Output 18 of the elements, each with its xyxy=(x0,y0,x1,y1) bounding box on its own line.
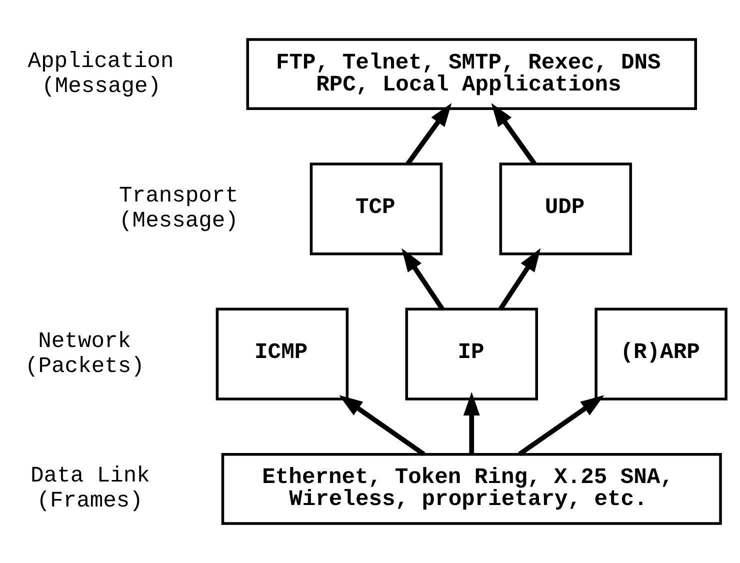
arrow xyxy=(498,248,541,310)
label: Application (Message) xyxy=(28,48,174,99)
label: Transport (Message) xyxy=(119,184,238,234)
arrow xyxy=(406,103,452,166)
node-box: UDP xyxy=(499,162,632,256)
node-box: TCP xyxy=(310,162,443,256)
node-box: IP xyxy=(405,308,538,400)
arrow xyxy=(402,248,444,310)
arrow xyxy=(339,395,426,456)
arrow xyxy=(491,103,537,166)
label: Network (Packets) xyxy=(25,328,144,379)
node-box: ICMP xyxy=(216,308,349,400)
arrow xyxy=(518,395,604,456)
arrow xyxy=(463,392,480,454)
label: Data Link (Frames) xyxy=(30,464,150,514)
node-box: (R)ARP xyxy=(594,308,728,400)
node-box: Ethernet, Token Ring, X.25 SNA, Wireless, proprietary, etc. xyxy=(221,452,722,525)
node-box: FTP, Telnet, SMTP, Rexec, DNS RPC, Local Applications xyxy=(246,38,697,110)
